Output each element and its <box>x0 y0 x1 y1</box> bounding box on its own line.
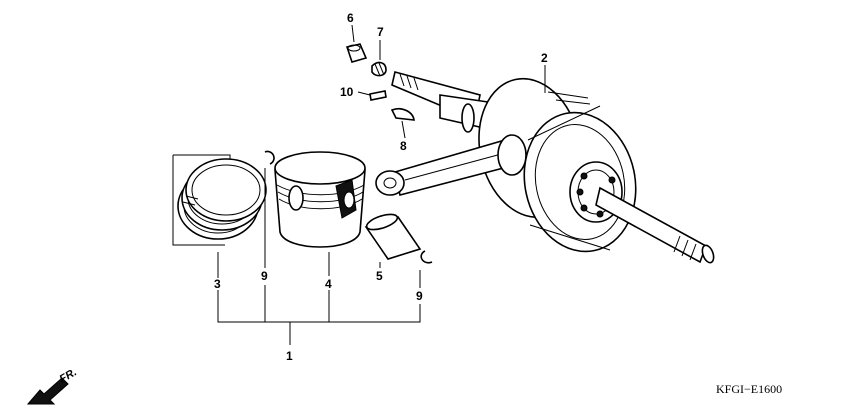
piston-pin-clip-lower <box>420 250 433 264</box>
front-label: FR. <box>58 366 79 385</box>
callout-7: 7 <box>377 25 384 39</box>
callout-1: 1 <box>286 349 293 363</box>
callout-9-left: 9 <box>261 269 268 283</box>
callout-9-right: 9 <box>416 289 423 303</box>
piston-pin <box>364 213 422 260</box>
spring-7 <box>371 61 387 77</box>
piston-ring-set <box>172 154 267 246</box>
piston <box>274 151 366 248</box>
callout-3: 3 <box>214 277 221 291</box>
pin-10 <box>369 90 387 101</box>
piston-pin-clip-upper <box>264 150 275 165</box>
callout-5: 5 <box>376 269 383 283</box>
woodruff-key-8 <box>390 107 415 121</box>
callout-8: 8 <box>400 139 407 153</box>
callout-4: 4 <box>325 277 332 291</box>
callout-6: 6 <box>347 11 354 25</box>
crankshaft <box>375 71 715 264</box>
nut-6 <box>345 43 368 63</box>
diagram-code: KFGI−E1600 <box>716 382 782 396</box>
front-direction-arrow: FR. <box>26 366 79 405</box>
leader-lines <box>217 24 546 345</box>
callout-2: 2 <box>541 51 548 65</box>
callout-10: 10 <box>340 85 354 99</box>
